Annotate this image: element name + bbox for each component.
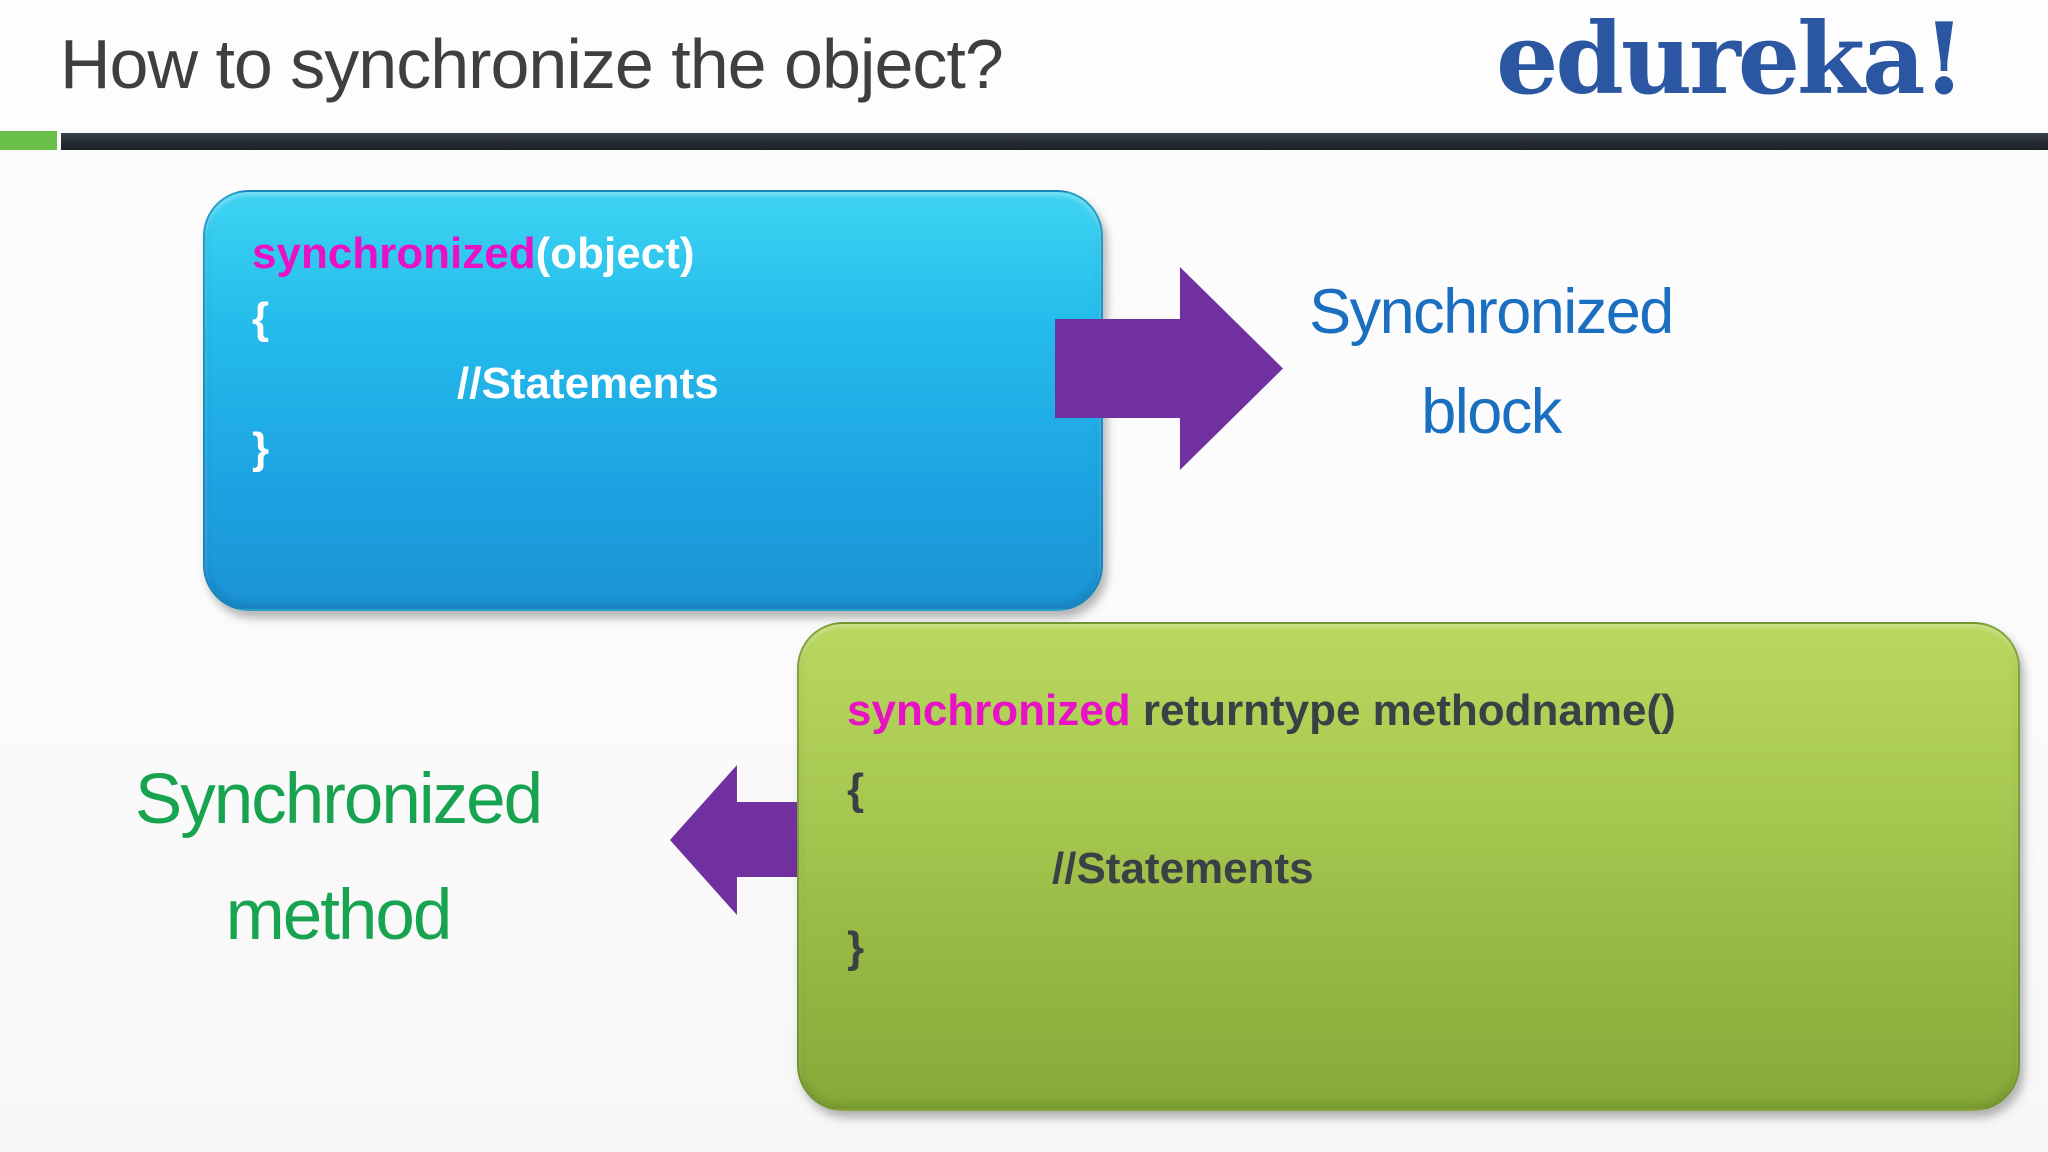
header-rule-dark-bar [61, 133, 2048, 150]
header-rule-green-accent [0, 131, 57, 150]
synchronized-block-code-box: synchronized(object) { //Statements } [203, 190, 1103, 611]
code-line-close-brace: } [252, 424, 270, 473]
synchronized-method-label-line2: method [225, 876, 453, 955]
synchronized-method-label-line1: Synchronized [134, 760, 543, 839]
arrow-left-icon [670, 765, 800, 915]
code-signature: returntype methodname() [1130, 686, 1676, 735]
code-line-open-brace: { [252, 294, 270, 343]
synchronized-method-label: Synchronized method [108, 742, 568, 974]
code-line-body: //Statements [1052, 844, 1314, 893]
code-line-close-brace: } [847, 923, 865, 972]
synchronized-method-code-box: synchronized returntype methodname() { /… [797, 622, 2020, 1111]
synchronized-block-label: Synchronized block [1276, 262, 1706, 462]
slide-title: How to synchronize the object? [60, 25, 1004, 103]
code-line-signature: synchronized(object) [252, 224, 1101, 289]
synchronized-block-label-line1: Synchronized [1309, 277, 1674, 347]
code-keyword: synchronized [847, 686, 1131, 735]
code-line-body: //Statements [457, 359, 719, 408]
edureka-logo: edureka! [1496, 2, 1966, 117]
code-line-open-brace: { [847, 765, 865, 814]
code-signature: (object) [535, 229, 695, 278]
code-keyword: synchronized [252, 229, 536, 278]
synchronized-block-label-line2: block [1421, 377, 1562, 447]
code-line-signature: synchronized returntype methodname() [847, 676, 2018, 755]
